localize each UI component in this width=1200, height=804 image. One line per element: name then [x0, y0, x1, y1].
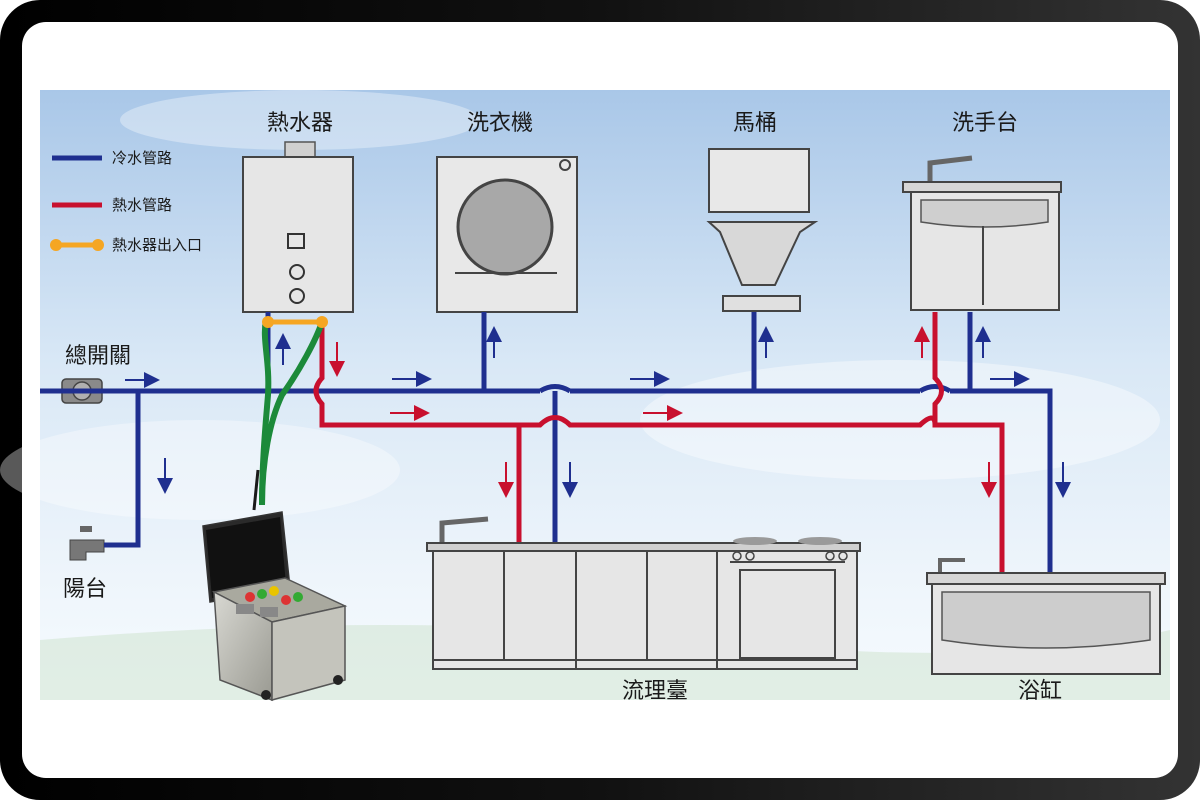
heater-label: 熱水器: [267, 111, 333, 136]
basin-faucet-icon: [927, 155, 973, 183]
cold-water-pipes: [40, 312, 1053, 576]
wash-basin: [902, 155, 1062, 311]
toilet-label: 馬桶: [733, 111, 777, 136]
heater-knob-icon: [289, 288, 305, 304]
hot-flow-arrows: [329, 326, 997, 498]
main-switch-label: 總開關: [65, 344, 131, 369]
legend-hot-label: 熱水管路: [112, 196, 172, 214]
legend-cold-label: 冷水管路: [112, 149, 172, 167]
bathtub-label: 浴缸: [1018, 679, 1062, 704]
heater-display-icon: [287, 233, 305, 249]
basin-label: 洗手台: [952, 111, 1018, 136]
kitchen-faucet-icon: [439, 516, 489, 543]
heater-knob-icon: [289, 264, 305, 280]
bathtub-faucet-icon: [938, 558, 965, 573]
balcony-label: 陽台: [63, 577, 107, 602]
washing-machine: [436, 156, 578, 313]
washer-door-icon: [456, 178, 554, 276]
kitchen-label: 流理臺: [622, 679, 688, 704]
washer-label: 洗衣機: [467, 111, 533, 136]
toilet: [706, 148, 819, 312]
water-heater: [242, 141, 354, 313]
cold-flow-arrows: [125, 326, 1071, 498]
bathtub: [926, 558, 1166, 675]
cleaning-hose: [259, 319, 325, 506]
hot-water-pipes: [313, 312, 1005, 576]
heater-ports: [262, 316, 328, 328]
legend-port-label: 熱水器出入口: [112, 236, 202, 254]
pipe-cleaning-machine: [202, 469, 348, 702]
kitchen-counter: [426, 516, 861, 670]
balcony-faucet-icon: [69, 526, 105, 561]
legend: 冷水管路 熱水管路 熱水器出入口: [50, 149, 202, 254]
